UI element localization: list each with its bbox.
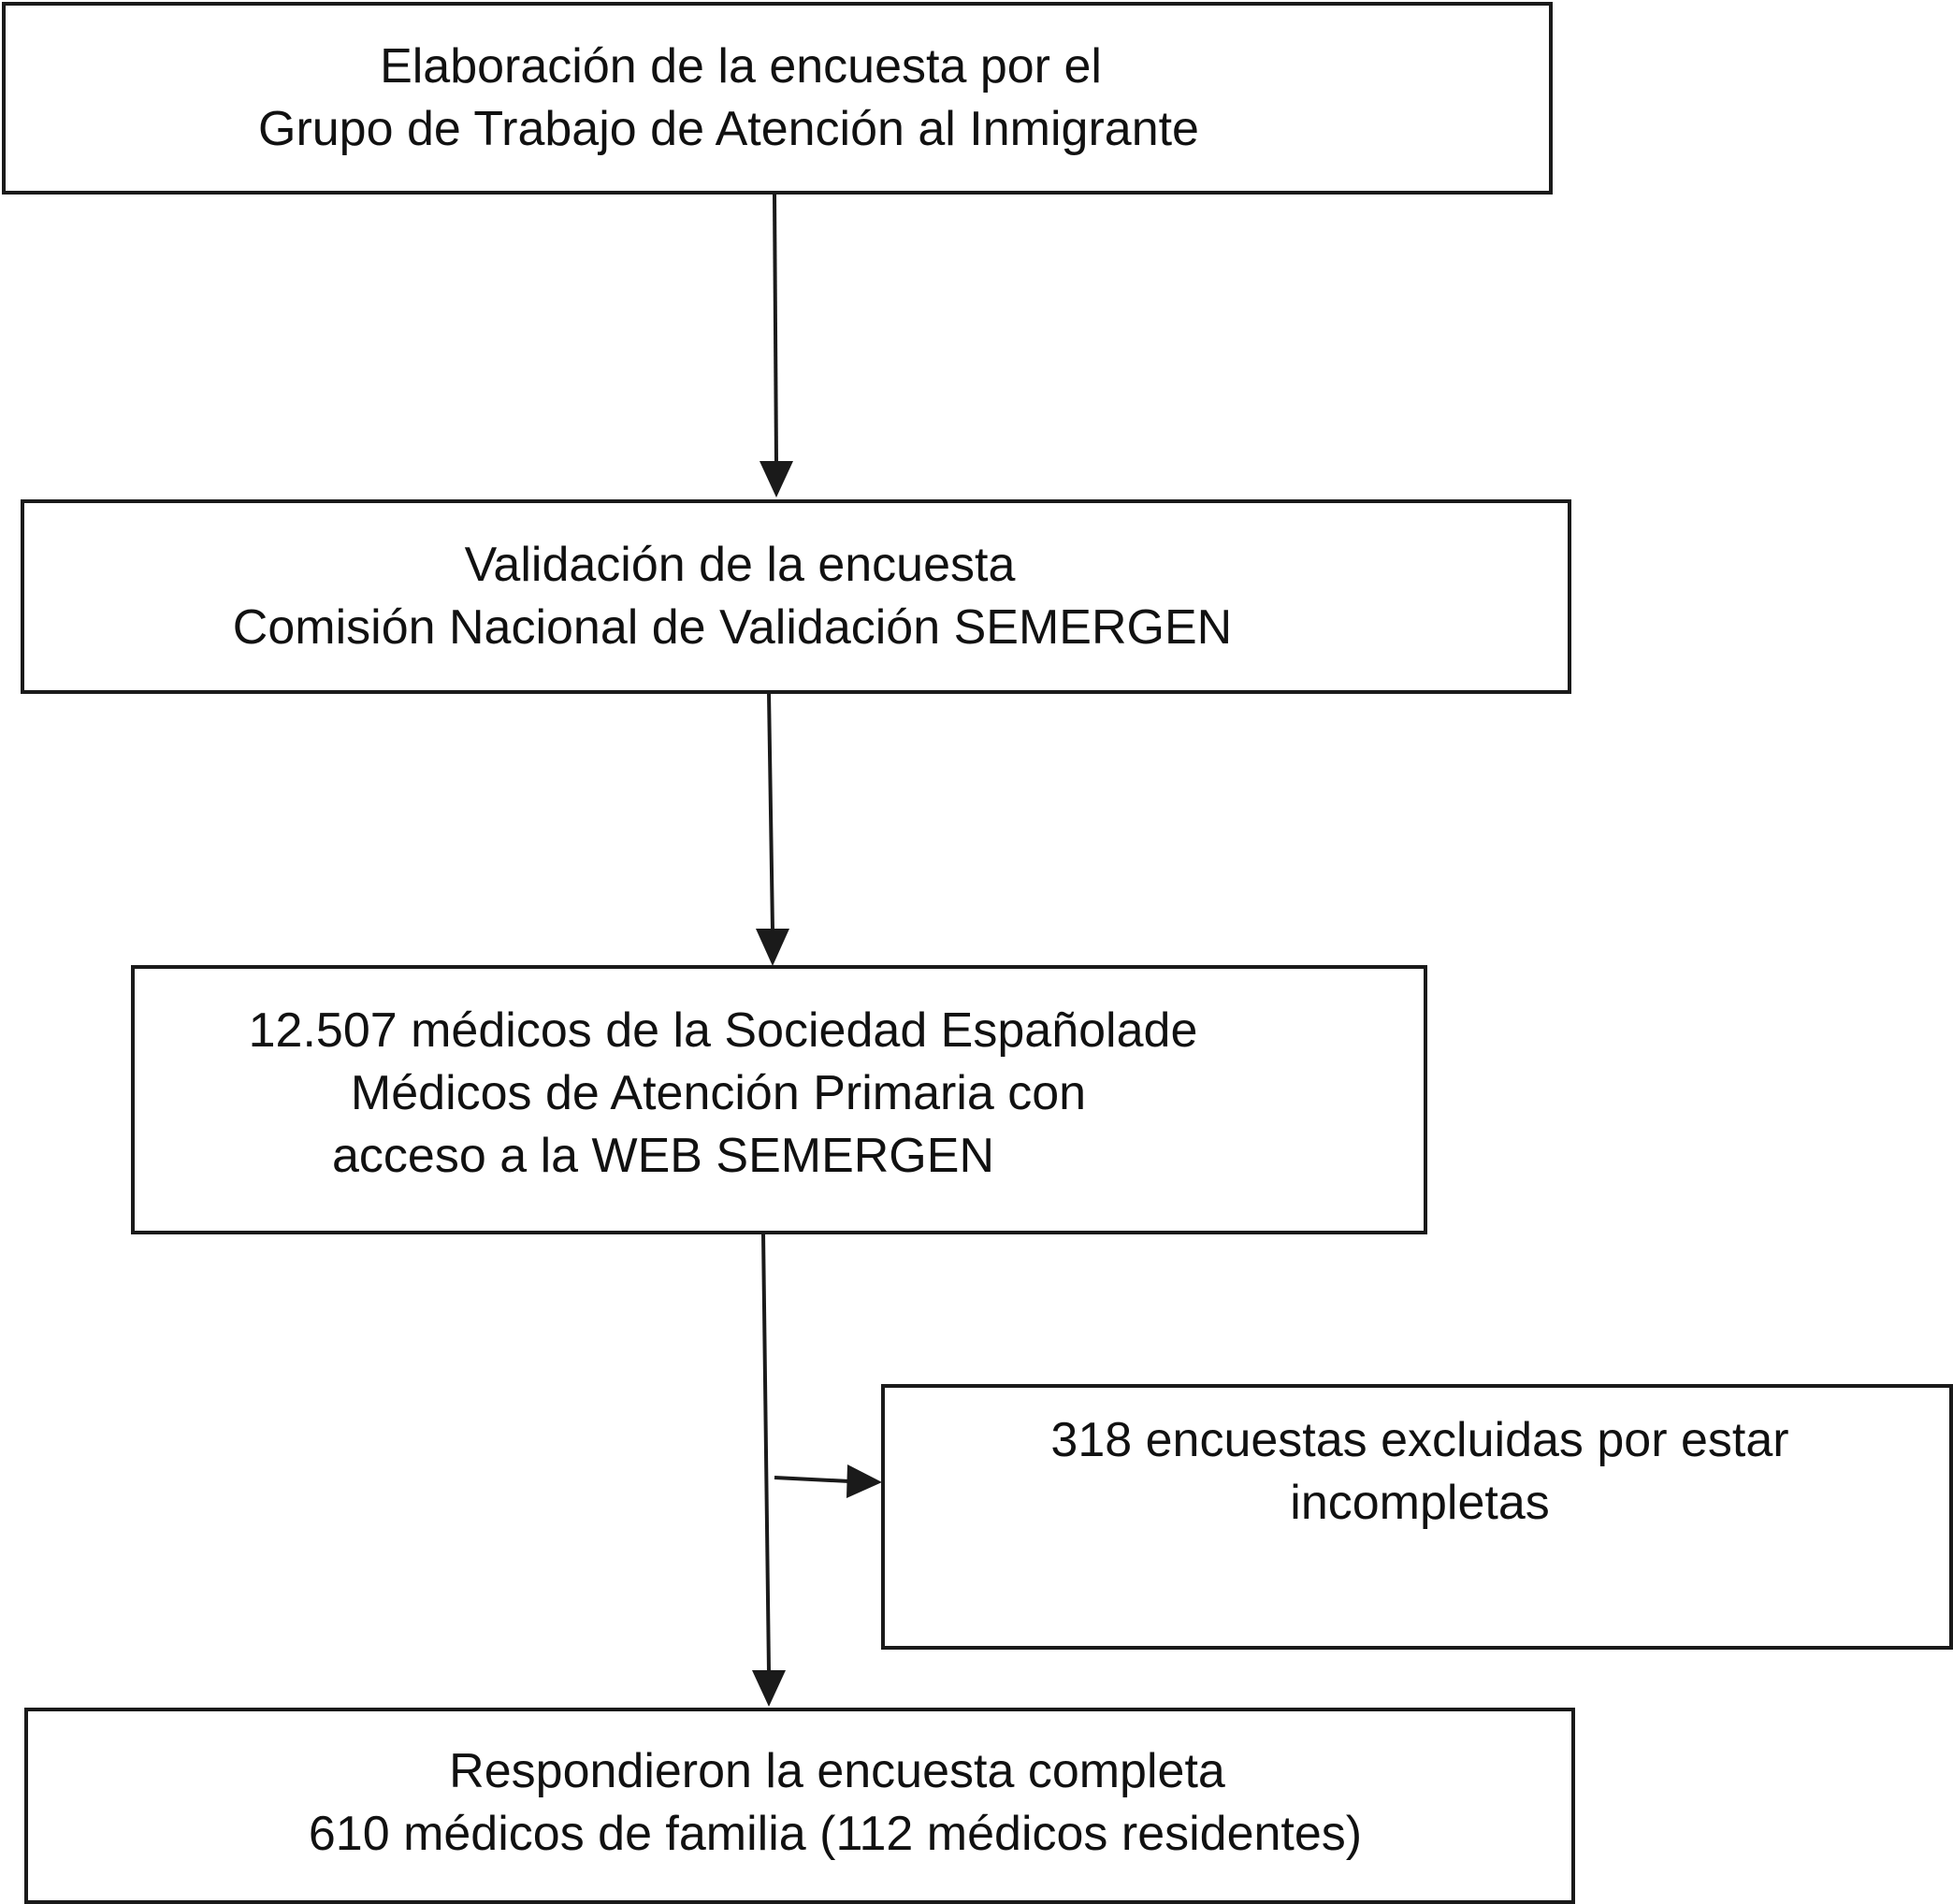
- step3-line-1: 12.507 médicos de la Sociedad Españolade: [248, 1003, 1198, 1058]
- excluded-surveys-box: 318 encuestas excluidas por estar incomp…: [881, 1384, 1953, 1650]
- step-survey-validation-box: Validación de la encuesta Comisión Nacio…: [21, 499, 1571, 694]
- step-survey-elaboration-text: Elaboración de la encuesta por el Grupo …: [6, 36, 1549, 161]
- step1-line-1: Elaboración de la encuesta por el: [380, 39, 1102, 94]
- step-completed-responses-box: Respondieron la encuesta completa 610 mé…: [24, 1708, 1575, 1904]
- step2-line-2: Comisión Nacional de Validación SEMERGEN: [232, 600, 1233, 655]
- excluded-surveys-text: 318 encuestas excluidas por estar incomp…: [885, 1409, 1949, 1535]
- excluded-line-2: incompletas: [1290, 1476, 1550, 1530]
- step3-line-3: acceso a la WEB SEMERGEN: [332, 1129, 994, 1183]
- step4-line-2: 610 médicos de familia (112 médicos resi…: [308, 1807, 1363, 1861]
- step-survey-validation-text: Validación de la encuesta Comisión Nacio…: [24, 534, 1568, 659]
- arrow-step1-to-step2: [760, 193, 793, 498]
- step4-line-1: Respondieron la encuesta completa: [449, 1744, 1225, 1798]
- excluded-line-1: 318 encuestas excluidas por estar: [1050, 1413, 1789, 1467]
- step3-line-2: Médicos de Atención Primaria con: [350, 1066, 1087, 1120]
- step-completed-responses-text: Respondieron la encuesta completa 610 mé…: [28, 1740, 1571, 1866]
- step-physicians-population-text: 12.507 médicos de la Sociedad Españolade…: [135, 1000, 1424, 1188]
- step-physicians-population-box: 12.507 médicos de la Sociedad Españolade…: [131, 965, 1427, 1234]
- step1-line-2: Grupo de Trabajo de Atención al Inmigran…: [258, 102, 1199, 156]
- step2-line-1: Validación de la encuesta: [464, 538, 1016, 592]
- arrow-step3-to-step4: [752, 1232, 786, 1707]
- step-survey-elaboration-box: Elaboración de la encuesta por el Grupo …: [2, 2, 1553, 195]
- arrow-to-excluded: [774, 1464, 882, 1498]
- arrow-step2-to-step3: [756, 692, 789, 966]
